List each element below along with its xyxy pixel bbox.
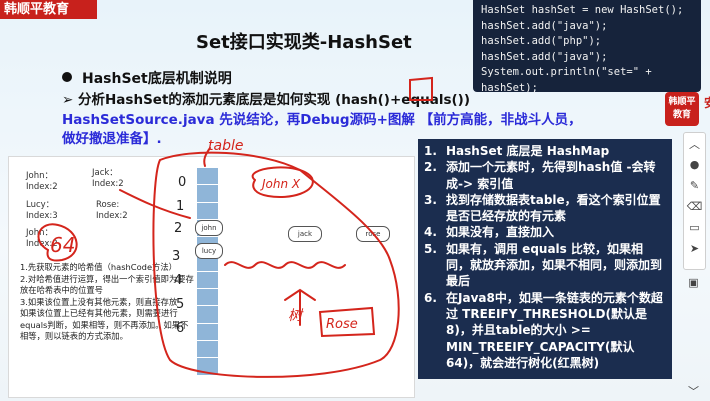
code-line: System.out.println("set=" + hashSet); xyxy=(481,66,652,94)
step-number: 6. xyxy=(424,290,437,305)
table-cell xyxy=(197,185,218,203)
label-jack-index: Jack： Index:2 xyxy=(92,168,124,189)
table-cell xyxy=(197,306,218,324)
palette-icon[interactable]: ● xyxy=(689,158,700,171)
bullet-dot xyxy=(62,72,72,82)
step-number: 5. xyxy=(424,241,437,256)
hash-table-array xyxy=(197,168,218,386)
diagram-notes: 1.先获取元素的哈希值（hashCode方法） 2.对哈希值进行运算，得出一个索… xyxy=(20,262,194,341)
table-cell xyxy=(197,202,218,220)
table-cell xyxy=(197,358,218,376)
table-cell xyxy=(197,340,218,359)
table-cell xyxy=(197,271,218,290)
step-text: 在Java8中，如果一条链表的元素个数超过 TREEIFY_THRESHOLD(… xyxy=(446,290,663,370)
annotation-toolbar: ︿ ● ✎ ⌫ ▭ ➤ xyxy=(683,132,706,270)
code-line: hashSet.add("java"); xyxy=(481,50,608,63)
slide-title: Set接口实现类-HashSet xyxy=(196,32,412,53)
step-item: 2. 添加一个元素时，先得到hash值 -会转成-> 索引值 xyxy=(424,159,666,192)
label-john-index: John： Index:2 xyxy=(26,171,58,192)
label-lucy-index: Lucy： Index:3 xyxy=(26,200,58,221)
node-john: john xyxy=(195,220,223,236)
step-item: 3. 找到存储数据表table，看这个索引位置是否已经存放的有元素 xyxy=(424,192,666,225)
step-number: 2. xyxy=(424,160,437,175)
code-line: HashSet hashSet = new HashSet(); xyxy=(481,4,684,16)
step-number: 1. xyxy=(424,144,437,158)
table-cell xyxy=(197,168,218,186)
label-john-index-2: John： Index:2 xyxy=(26,228,58,249)
step-item: 5. 如果有，调用 equals 比较，如果相同，就放弃添加，如果不相同，则添加到… xyxy=(424,241,666,290)
pointer-icon[interactable]: ➤ xyxy=(689,242,700,255)
node-jack: jack xyxy=(288,226,322,242)
eraser-icon[interactable]: ⌫ xyxy=(686,200,703,213)
section-heading-text: HashSet底层机制说明 xyxy=(82,71,232,87)
step-item: 4. 如果没有，直接加入 xyxy=(424,224,666,240)
code-line: hashSet.add("java"); xyxy=(481,19,608,32)
analysis-question: ➢ 分析HashSet的添加元素底层是如何实现 (hash()+equals()… xyxy=(62,92,470,108)
goal-line-2: 做好撤退准备】. xyxy=(62,131,162,147)
step-text: 如果有，调用 equals 比较，如果相同，就放弃添加，如果不相同，则添加到最后 xyxy=(446,241,663,289)
section-heading: HashSet底层机制说明 xyxy=(62,68,232,88)
step-text: 找到存储数据表table，看这个索引位置是否已经存放的有元素 xyxy=(446,192,661,224)
step-item: 1. HashSet 底层是 HashMap xyxy=(424,143,666,159)
node-rose: rose xyxy=(356,226,390,242)
step-text: 如果没有，直接加入 xyxy=(446,225,555,240)
pen-icon[interactable]: ✎ xyxy=(689,179,700,192)
table-cell xyxy=(197,323,218,341)
step-number: 4. xyxy=(424,225,437,240)
step-number: 3. xyxy=(424,192,437,207)
monitor-icon[interactable]: ▭ xyxy=(689,221,700,234)
chevron-up-icon[interactable]: ︿ xyxy=(689,137,700,151)
conclusion-panel: 1. HashSet 底层是 HashMap 2. 添加一个元素时，先得到hash值… xyxy=(418,139,672,379)
code-snippet: HashSet hashSet = new HashSet(); hashSet… xyxy=(473,0,701,94)
clipped-edge-char: 安 xyxy=(704,94,710,111)
code-line: hashSet.add("php"); xyxy=(481,35,602,47)
table-cell xyxy=(197,289,218,307)
brand-badge: 韩顺平 教育 xyxy=(665,92,699,126)
brand-logo: 韩顺平教育 xyxy=(0,0,97,19)
chevron-down-icon[interactable]: ﹀ xyxy=(688,384,699,398)
step-text: HashSet 底层是 HashMap xyxy=(446,144,610,158)
goal-line-1: HashSetSource.java 先说结论，再Debug源码+图解 【前方高… xyxy=(62,112,582,128)
step-item: 6. 在Java8中，如果一条链表的元素个数超过 TREEIFY_THRESHOL… xyxy=(424,290,666,371)
node-lucy: lucy xyxy=(195,243,223,259)
label-rose-index: Rose: Index:2 xyxy=(96,200,128,221)
ink-table: table xyxy=(208,138,243,154)
step-text: 添加一个元素时，先得到hash值 -会转成-> 索引值 xyxy=(446,160,656,191)
image-icon[interactable]: ▣ xyxy=(688,276,699,289)
